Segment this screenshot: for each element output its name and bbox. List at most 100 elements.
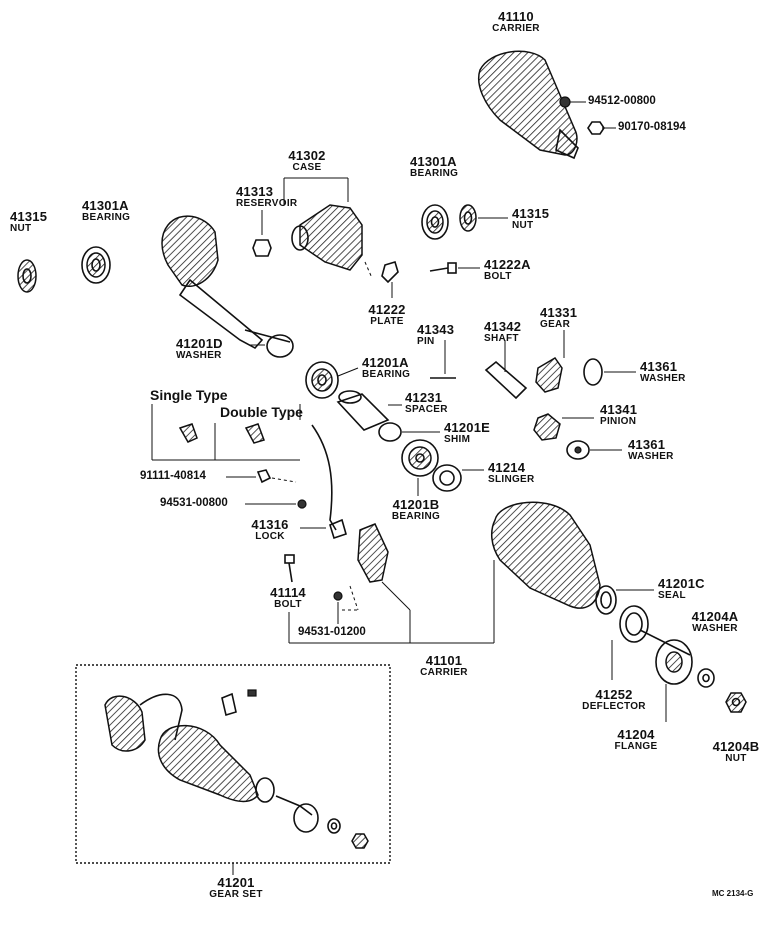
nut-41204b-drawing xyxy=(725,692,747,713)
part-number: 41315 xyxy=(10,209,48,224)
label-94531-00800: 94531-00800 xyxy=(160,497,228,509)
label-41204: 41204 FLANGE xyxy=(606,728,666,752)
part-name: GEAR xyxy=(540,319,571,330)
label-41252: 41252 DEFLECTOR xyxy=(574,688,654,712)
part-name: BEARING xyxy=(391,511,441,522)
part-number: 41231 xyxy=(405,390,443,405)
part-number: 41342 xyxy=(484,319,522,334)
part-number: 41316 xyxy=(251,517,289,532)
part-number: 41331 xyxy=(540,305,578,320)
part-name: SEAL xyxy=(658,590,686,601)
label-41201a: 41201A BEARING xyxy=(362,356,410,380)
carrier-41101-drawing xyxy=(289,501,601,644)
part-number: 41341 xyxy=(600,402,638,417)
part-name: RESERVOIR xyxy=(236,198,298,209)
part-number: 41201C xyxy=(658,576,705,591)
label-41231: 41231 SPACER xyxy=(405,391,448,415)
part-name: PLATE xyxy=(370,316,404,327)
washer-41361-bottom-drawing xyxy=(566,440,622,460)
label-41343: 41343 PIN xyxy=(417,323,454,347)
ring-gear-and-pinion-drawing xyxy=(161,215,291,350)
label-41313: 41313 RESERVOIR xyxy=(236,185,297,209)
reservoir-41313-drawing xyxy=(252,210,272,257)
bearing-cap-drawing xyxy=(357,523,389,583)
carrier-41110-drawing xyxy=(478,50,616,160)
part-number: 41101 xyxy=(425,653,463,668)
label-41201b: 41201B BEARING xyxy=(386,498,446,522)
label-41315-right: 41315 NUT xyxy=(512,207,549,231)
part-number: 41301A xyxy=(410,154,457,169)
part-name: NUT xyxy=(512,220,534,231)
part-name: WASHER xyxy=(692,623,738,634)
part-number: 41204 xyxy=(617,727,655,742)
label-41315-left: 41315 NUT xyxy=(10,210,47,234)
label-41341: 41341 PINION xyxy=(600,403,637,427)
part-name: SHIM xyxy=(444,434,471,445)
label-41361-bottom: 41361 WASHER xyxy=(628,438,674,462)
part-name: LOCK xyxy=(255,531,285,542)
label-41302: 41302 CASE xyxy=(282,149,332,173)
part-number: 41301A xyxy=(82,198,129,213)
part-name: NUT xyxy=(10,223,32,234)
part-number: 41315 xyxy=(512,206,550,221)
bolt-41114-drawing xyxy=(284,554,295,643)
part-name: CARRIER xyxy=(420,667,468,678)
bearing-41201a-drawing xyxy=(305,361,359,399)
part-name: BEARING xyxy=(410,168,459,179)
part-number: 41222A xyxy=(484,257,531,272)
part-name: GEAR SET xyxy=(209,889,263,900)
pinion-41341-drawing xyxy=(533,413,594,441)
washer-41204a-drawing xyxy=(697,668,715,688)
part-number: 41343 xyxy=(417,322,455,337)
label-41110: 41110 CARRIER xyxy=(486,10,546,34)
part-name: BEARING xyxy=(362,369,411,380)
label-41331: 41331 GEAR xyxy=(540,306,577,330)
part-name: WASHER xyxy=(628,451,674,462)
nut-41315-right-drawing xyxy=(459,204,508,232)
nut-94531-01200-drawing xyxy=(333,585,359,624)
part-number: 41214 xyxy=(488,460,526,475)
gear-set-41201-frame xyxy=(75,664,391,875)
part-number: 41361 xyxy=(628,437,666,452)
part-number: 41201E xyxy=(444,420,491,435)
part-number: 41302 xyxy=(288,148,326,163)
washer-41361-top-drawing xyxy=(583,358,636,386)
bearing-41301a-right-drawing xyxy=(421,204,449,240)
plate-41222-drawing xyxy=(364,261,399,298)
nut-41315-left-drawing xyxy=(17,259,37,293)
part-name: CARRIER xyxy=(492,23,540,34)
part-name: WASHER xyxy=(640,373,686,384)
shim-41201e-drawing xyxy=(378,422,440,442)
label-41342: 41342 SHAFT xyxy=(484,320,521,344)
part-name: PINION xyxy=(600,416,637,427)
part-name: BOLT xyxy=(274,599,302,610)
label-90170-08194: 90170-08194 xyxy=(618,121,686,133)
part-name: BOLT xyxy=(484,271,512,282)
part-number: 41201A xyxy=(362,355,409,370)
part-number: 41222 xyxy=(368,302,406,317)
part-name: PIN xyxy=(417,336,435,347)
label-double-type: Double Type xyxy=(220,404,303,420)
lock-41316-drawing xyxy=(300,518,347,540)
part-number: 41110 xyxy=(498,9,534,24)
label-91111-40814: 91111-40814 xyxy=(140,470,206,482)
washer-41201d-drawing xyxy=(266,334,294,358)
part-number: 41201B xyxy=(392,497,440,512)
label-41201e: 41201E SHIM xyxy=(444,421,490,445)
part-name: SPACER xyxy=(405,404,448,415)
part-name: SHAFT xyxy=(484,333,519,344)
label-41101: 41101 CARRIER xyxy=(412,654,476,678)
part-name: NUT xyxy=(725,753,747,764)
seal-41201c-drawing xyxy=(595,585,654,615)
flange-41204-drawing xyxy=(639,629,693,722)
bolt-41222a-drawing xyxy=(429,262,480,274)
label-41204b: 41204B NUT xyxy=(704,740,768,764)
part-number: 41201D xyxy=(176,336,223,351)
part-number: 41204B xyxy=(712,739,760,754)
nut-90170-drawing xyxy=(587,121,605,135)
part-number: 41204A xyxy=(691,609,739,624)
bearing-41301a-left-drawing xyxy=(81,246,111,284)
lock-type-bracket xyxy=(151,404,337,531)
bearing-41201b-drawing xyxy=(401,439,439,496)
label-94531-01200: 94531-01200 xyxy=(298,626,366,638)
